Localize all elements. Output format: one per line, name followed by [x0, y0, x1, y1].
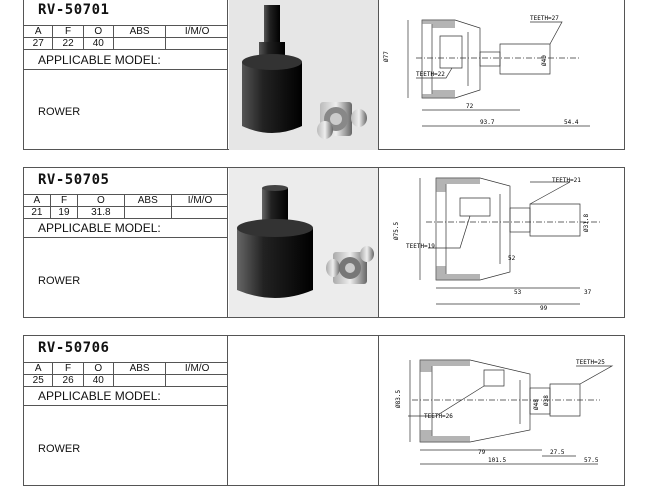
dim-dia-right: Ø31.8 [583, 214, 590, 232]
dim-shaft-a: 27.5 [550, 449, 565, 456]
spec-value: 27 [24, 37, 54, 50]
technical-drawing-svg: Ø77 TEETH=27 TEETH=22 Ø40 72 93.7 54.4 [383, 15, 590, 127]
teeth-in-label: TEETH=19 [406, 243, 435, 250]
dim-total: 99 [540, 305, 548, 312]
spec-header: I/M/O [165, 362, 228, 375]
spec-table: A F O ABS I/M/O 27 22 40 [24, 25, 228, 50]
dim-inner: 72 [466, 103, 474, 110]
spec-value [112, 374, 167, 387]
spec-value-row: 25 26 40 [24, 374, 228, 387]
dim-shaft: 54.4 [564, 119, 579, 126]
dim-shaft: 37 [584, 289, 592, 296]
spec-header: I/M/O [165, 25, 228, 38]
teeth-out-label: TEETH=25 [576, 359, 605, 366]
spec-header: ABS [123, 194, 173, 207]
dim-dia-right: Ø40 [541, 55, 548, 66]
spec-panel: RV-50706 A F O ABS I/M/O 25 26 40 APPLIC… [24, 336, 228, 485]
spec-value [165, 37, 228, 50]
spec-header: A [24, 25, 54, 38]
model-name: ROWER [38, 106, 81, 118]
product-card-rv-50706: RV-50706 A F O ABS I/M/O 25 26 40 APPLIC… [23, 335, 625, 486]
spec-header: ABS [112, 362, 167, 375]
spec-value-row: 27 22 40 [24, 37, 228, 50]
teeth-in-label: TEETH=22 [416, 71, 445, 78]
spec-table: A F O ABS I/M/O 25 26 40 [24, 362, 228, 387]
spec-header-row: A F O ABS I/M/O [24, 362, 228, 375]
dim-dia-left: Ø75.5 [393, 222, 400, 240]
product-card-rv-50701: RV-50701 A F O ABS I/M/O 27 22 40 APPLIC… [23, 0, 625, 150]
product-code: RV-50705 [38, 172, 110, 188]
dim-total: 101.5 [488, 457, 506, 464]
cv-joint-photo [229, 168, 378, 317]
applicable-model-label: APPLICABLE MODEL: [24, 386, 228, 406]
technical-drawing-svg: Ø75.5 TEETH=21 TEETH=19 Ø31.8 52 53 37 9… [393, 177, 600, 312]
teeth-out-label: TEETH=27 [530, 15, 559, 22]
dim-dia-left: Ø77 [383, 51, 390, 62]
applicable-model-label: APPLICABLE MODEL: [24, 50, 228, 70]
spec-header: O [77, 194, 125, 207]
dim-total: 93.7 [480, 119, 495, 126]
spec-header: F [49, 194, 79, 207]
product-photo [229, 0, 379, 150]
teeth-in-label: TEETH=26 [424, 413, 453, 420]
product-code: RV-50706 [38, 340, 110, 356]
dim-mid: 53 [514, 289, 522, 296]
product-card-rv-50705: RV-50705 A F O ABS I/M/O 21 19 31.8 APPL… [23, 167, 625, 318]
spec-value: 26 [52, 374, 84, 387]
spec-header: F [52, 362, 84, 375]
spec-value [123, 206, 173, 219]
product-code: RV-50701 [38, 2, 110, 18]
spec-value: 40 [82, 37, 114, 50]
dim-dia-right: Ø38 [543, 395, 550, 406]
model-name: ROWER [38, 275, 81, 287]
technical-drawing-svg: Ø83.5 TEETH=25 TEETH=26 Ø48 Ø38 79 27.5 … [395, 359, 614, 465]
spec-value: 40 [82, 374, 114, 387]
dim-dia-mid: Ø48 [533, 399, 540, 410]
spec-panel: RV-50701 A F O ABS I/M/O 27 22 40 APPLIC… [24, 0, 228, 149]
spec-header: F [52, 25, 84, 38]
spec-header: O [82, 362, 114, 375]
technical-drawing: Ø83.5 TEETH=25 TEETH=26 Ø48 Ø38 79 27.5 … [380, 336, 624, 485]
spec-value: 21 [24, 206, 51, 219]
spec-header-row: A F O ABS I/M/O [24, 25, 228, 38]
dim-dia-left: Ø83.5 [395, 390, 402, 408]
teeth-out-label: TEETH=21 [552, 177, 581, 184]
dim-inner: 79 [478, 449, 486, 456]
spec-value [171, 206, 228, 219]
cv-joint-photo [229, 0, 378, 150]
dim-shaft: 57.5 [584, 457, 599, 464]
spec-value: 22 [52, 37, 84, 50]
spec-header: ABS [112, 25, 167, 38]
dim-inner: 52 [508, 255, 516, 262]
product-photo [229, 168, 379, 317]
spec-value [165, 374, 228, 387]
model-name: ROWER [38, 443, 81, 455]
product-photo-empty [229, 336, 379, 485]
spec-header: A [24, 362, 54, 375]
spec-table: A F O ABS I/M/O 21 19 31.8 [24, 194, 228, 219]
spec-value: 19 [49, 206, 79, 219]
spec-header-row: A F O ABS I/M/O [24, 194, 228, 207]
technical-drawing: Ø77 TEETH=27 TEETH=22 Ø40 72 93.7 54.4 [380, 0, 624, 149]
spec-header: O [82, 25, 114, 38]
spec-value: 31.8 [77, 206, 125, 219]
spec-value-row: 21 19 31.8 [24, 206, 228, 219]
applicable-model-label: APPLICABLE MODEL: [24, 218, 228, 238]
spec-header: I/M/O [171, 194, 228, 207]
spec-value: 25 [24, 374, 54, 387]
technical-drawing: Ø75.5 TEETH=21 TEETH=19 Ø31.8 52 53 37 9… [380, 168, 624, 317]
spec-header: A [24, 194, 51, 207]
spec-value [112, 37, 167, 50]
spec-panel: RV-50705 A F O ABS I/M/O 21 19 31.8 APPL… [24, 168, 228, 317]
